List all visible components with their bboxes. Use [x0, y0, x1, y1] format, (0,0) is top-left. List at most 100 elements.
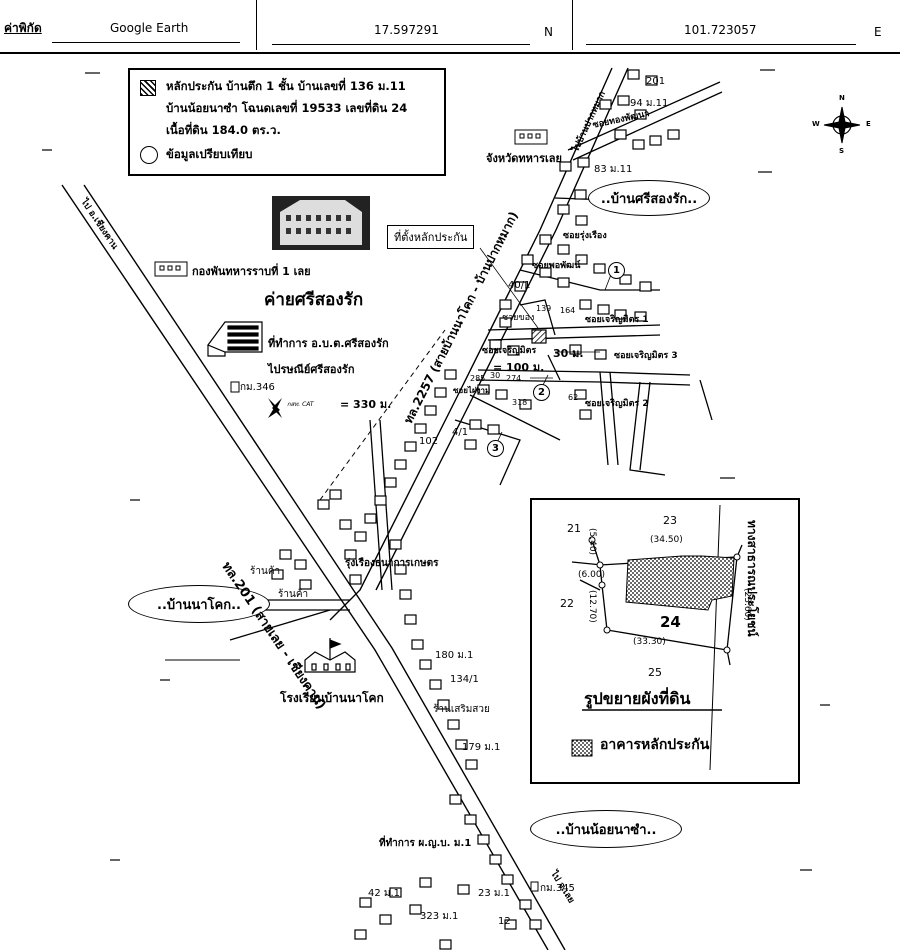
- house-23: 23 ม.1: [478, 888, 511, 899]
- soi-phophat-label: ซอยพอพัฒน์: [532, 261, 581, 271]
- coord-label: ค่าพิกัด: [4, 21, 42, 35]
- village-head-office-label: ที่ทำการ ผ.ญ.บ. ม.1: [379, 838, 472, 849]
- collateral-location-label: ที่ตั้งหลักประกัน: [387, 225, 475, 249]
- building-squares: [271, 69, 680, 950]
- soi-taiyang-label: ซอยไผ่งาม: [453, 386, 491, 395]
- house-102: 102: [419, 436, 439, 447]
- highway-201: [61, 184, 566, 950]
- house-62: 62: [568, 393, 579, 402]
- cat-logo-icon: [268, 398, 282, 418]
- house-201: 201: [646, 76, 666, 87]
- legend-comparison: ข้อมูลเปรียบเทียบ: [166, 147, 253, 161]
- battalion-label: กองพันทหารราบที่ 1 เลย: [192, 265, 311, 278]
- soi-charoen1-label: ซอยเจริญมิตร 1: [585, 315, 649, 325]
- village-srisongrak: ..บ้านศรีสองรัก..: [588, 180, 710, 216]
- house-42: 42 ม.1: [368, 888, 401, 899]
- comparison-marker-1: 1: [608, 262, 625, 279]
- school-label: โรงเรียนบ้านนาโคก: [280, 691, 384, 705]
- cat-distance: = 330 ม.: [340, 398, 392, 411]
- house-12: 12: [498, 916, 511, 927]
- camp-photo: [272, 196, 370, 250]
- inset-n25: 25: [648, 666, 662, 679]
- parcel-inset: 23 21 22 25 24 (34.50) (33.30) (23.60) (…: [530, 498, 800, 784]
- military-province-label: จังหวัดทหารเลย: [486, 152, 562, 165]
- house-164: 164: [560, 306, 576, 315]
- compass-e: E: [866, 120, 871, 128]
- inset-bottom-dim: (33.30): [633, 637, 666, 647]
- inset-seg1: (5.40): [587, 528, 597, 556]
- compass-w: W: [812, 120, 820, 128]
- inset-n21: 21: [567, 522, 581, 535]
- shop2-label: ร้านค้า: [278, 589, 309, 600]
- inset-n23: 23: [663, 514, 677, 527]
- agri-shop-label: รุ่งเรืองธนาการเกษตร: [345, 558, 439, 569]
- house-180: 180 ม.1: [435, 650, 474, 661]
- office-building-icon: [207, 321, 263, 357]
- latitude-dir: N: [544, 25, 553, 39]
- house-4: 4/1: [452, 427, 469, 438]
- distance-30m: 30 ม.: [553, 347, 584, 360]
- building-icons: [154, 129, 548, 277]
- km346-label: กม.346: [240, 382, 275, 393]
- district-office-label: ที่ทำการ อ.บ.ต.ศรีสองรัก: [268, 337, 389, 350]
- camp-direction-line: [319, 329, 446, 501]
- house-274: 274: [506, 374, 522, 383]
- compass-n: N: [839, 94, 845, 102]
- source-cell: ค่าพิกัด Google Earth: [0, 0, 257, 50]
- hatched-swatch: [140, 80, 156, 96]
- shop1-label: ร้านค้า: [250, 566, 281, 577]
- comparison-marker-2: 2: [533, 384, 550, 401]
- comparison-marker-3: 3: [487, 440, 504, 457]
- village-noinasam: ..บ้านน้อยนาซำ..: [530, 810, 682, 848]
- legend-box: หลักประกัน บ้านตึก 1 ชั้น บ้านเลขที่ 136…: [128, 68, 446, 176]
- legend-collateral-line2: บ้านน้อยนาซำ โฉนดเลขที่ 19533 เลขที่ดิน …: [166, 101, 408, 115]
- house-139: 139: [536, 304, 552, 313]
- coord-source: Google Earth: [110, 21, 189, 35]
- latitude-value: 17.597291: [374, 23, 439, 37]
- cat-logo-label: กสท. CAT: [287, 401, 314, 408]
- inset-seg3: (12.70): [587, 590, 597, 623]
- soi-charoen-label: ซอยเจริญมิตร: [482, 346, 537, 356]
- beauty-shop-label: ร้านเสริมสวย: [433, 704, 490, 715]
- inset-seg2: (6.00): [578, 570, 606, 580]
- house-30: 30: [490, 371, 501, 380]
- inset-road-label: ทางสาธารณประโยชน์: [745, 520, 759, 637]
- longitude-cell: 101.723057 E: [572, 0, 898, 50]
- compass-rose: [823, 106, 861, 144]
- latitude-cell: 17.597291 N: [256, 0, 573, 50]
- house-285: 285: [470, 374, 486, 383]
- house-40: 40/1: [508, 280, 531, 291]
- longitude-value: 101.723057: [684, 23, 757, 37]
- inset-legend-label: อาคารหลักประกัน: [600, 737, 710, 753]
- house-179: 179 ม.1: [462, 742, 501, 753]
- km345-label: กม.345: [540, 883, 575, 894]
- circle-swatch: [140, 146, 158, 164]
- longitude-dir: E: [874, 25, 882, 39]
- postoffice-icon: [230, 381, 240, 393]
- compass-s: S: [839, 147, 845, 155]
- house-94: 94 ม.11: [630, 98, 669, 109]
- school-icon: [304, 638, 356, 673]
- soi-charoen2-label: ซอยเจริญมิตร 2: [585, 399, 649, 409]
- village-nakok: ..บ้านนาโคก..: [128, 585, 270, 623]
- soi-chaikhong-label: ชายของ: [502, 313, 535, 323]
- camp-name-label: ค่ายศรีสองรัก: [264, 290, 364, 310]
- house-83: 83 ม.11: [594, 164, 633, 175]
- inset-legend-swatch: [571, 739, 593, 757]
- soi-charoen3-label: ซอยเจริญมิตร 3: [614, 351, 678, 361]
- soi-rungrueang-label: ซอยรุ่งเรือง: [563, 231, 607, 241]
- house-318: 318: [512, 398, 528, 407]
- inset-title: รูปขยายผังที่ดิน: [584, 689, 691, 708]
- inset-parcel-number: 24: [660, 613, 681, 631]
- km-marker-icons: [530, 881, 539, 892]
- house-134: 134/1: [450, 674, 479, 685]
- post-office-label: ไปรษณีย์ศรีสองรัก: [268, 363, 355, 376]
- inset-n22: 22: [560, 597, 574, 610]
- legend-collateral-line1: หลักประกัน บ้านตึก 1 ชั้น บ้านเลขที่ 136…: [166, 79, 406, 93]
- collateral-plot-marker: [531, 329, 547, 344]
- inset-top-dim: (34.50): [650, 535, 683, 545]
- legend-collateral-line3: เนื้อที่ดิน 184.0 ตร.ว.: [166, 123, 281, 137]
- distance-100m: = 100 ม.: [493, 361, 545, 374]
